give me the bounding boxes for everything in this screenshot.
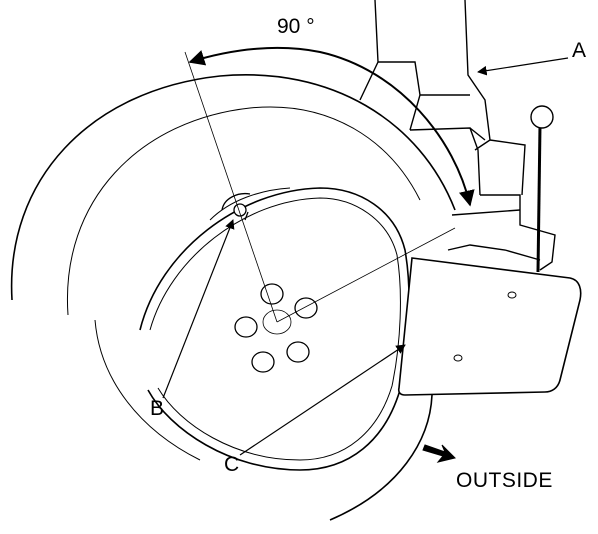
vehicle-body [359, 0, 556, 271]
callout-c-label: C [224, 453, 240, 476]
angle-label: 90 ° [277, 15, 315, 38]
lug-nuts [234, 283, 318, 373]
outside-direction-arrow [422, 444, 456, 463]
outside-label: OUTSIDE [456, 469, 553, 492]
callout-b-label: B [150, 397, 165, 420]
gauge-plate [397, 257, 582, 396]
leader-lines [162, 57, 569, 456]
rotation-arrow [188, 46, 475, 207]
callout-a-label: A [572, 39, 587, 62]
gauge-rod [530, 105, 554, 273]
